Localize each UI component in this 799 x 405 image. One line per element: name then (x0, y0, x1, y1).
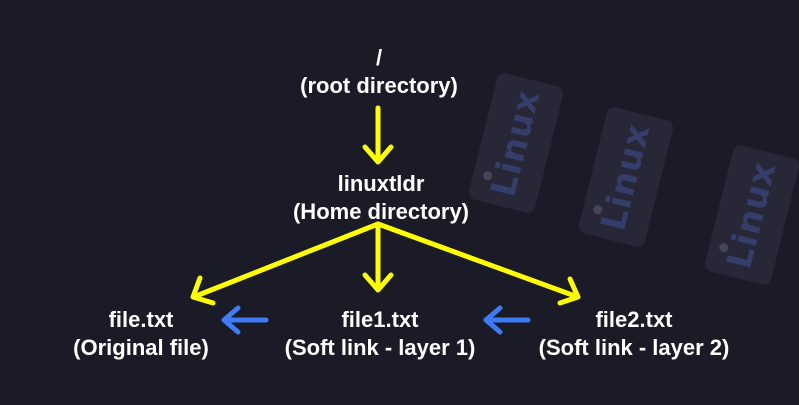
file-node-link-layer-2: file2.txt (Soft link - layer 2) (539, 306, 730, 362)
file-node-link-layer-1: file1.txt (Soft link - layer 1) (285, 306, 476, 362)
root-to-home-arrow-head (362, 144, 394, 165)
root-directory-node: / (root directory) (300, 44, 458, 100)
root-directory-desc: (root directory) (300, 73, 458, 98)
home-to-file2-arrow (375, 221, 578, 299)
file-desc: (Original file) (73, 335, 209, 360)
file1-to-file-link-arrow-head (221, 305, 241, 335)
file-desc: (Soft link - layer 1) (284, 335, 476, 360)
file-desc: (Soft link - layer 2) (538, 335, 730, 360)
home-to-file2-arrow-head (557, 276, 581, 306)
home-directory-node: linuxtldr (Home directory) (293, 170, 469, 226)
file-name: file.txt (108, 307, 174, 332)
root-directory-name: / (375, 45, 383, 70)
home-directory-name: linuxtldr (337, 171, 425, 196)
file-name: file2.txt (595, 307, 673, 332)
home-directory-desc: (Home directory) (292, 199, 470, 224)
file-node-original: file.txt (Original file) (73, 306, 209, 362)
file2-to-file1-link-arrow-head (483, 305, 503, 335)
home-to-file-arrow-head (190, 275, 216, 306)
home-to-file1-arrow-head (362, 272, 394, 293)
home-to-file-arrow (193, 221, 381, 299)
file-name: file1.txt (341, 307, 419, 332)
